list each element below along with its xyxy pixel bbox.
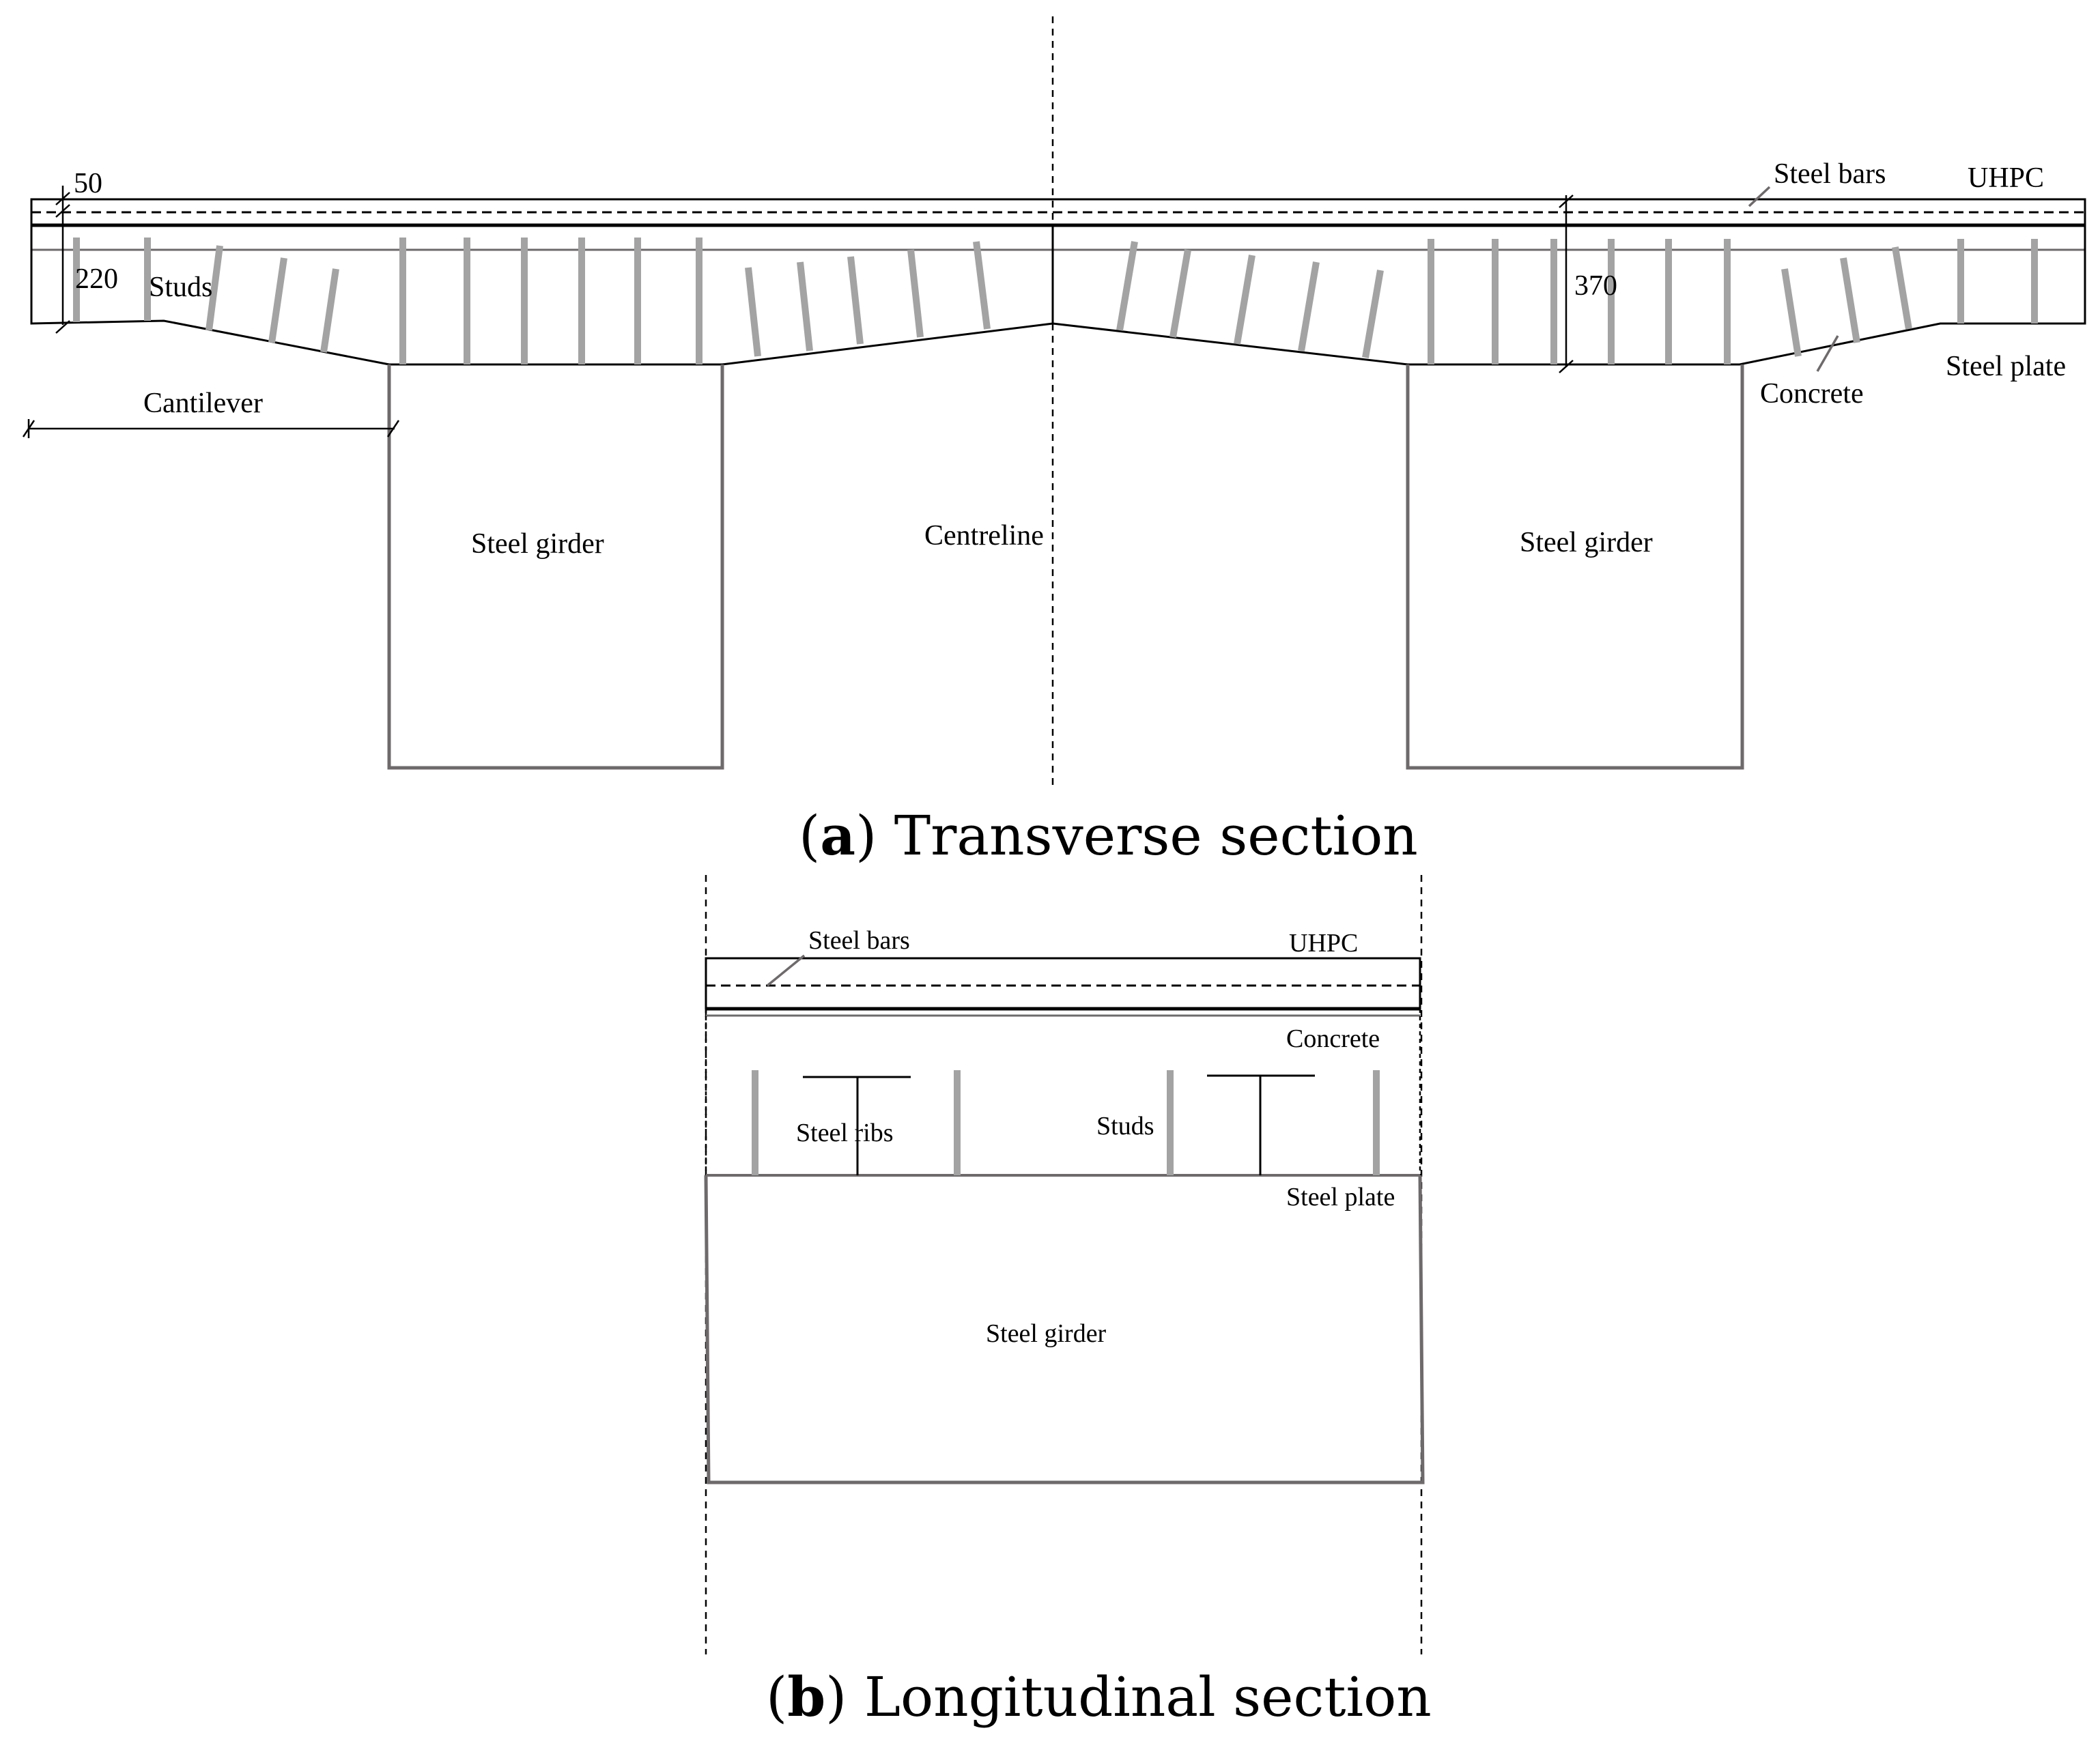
stud	[907, 249, 924, 338]
cantilever-dimension	[22, 419, 400, 438]
uhpc-label: UHPC	[1968, 162, 2044, 194]
stud	[268, 257, 287, 343]
dimension-right	[1559, 195, 1574, 373]
studs-label-b: Studs	[1096, 1112, 1154, 1140]
stud	[1781, 268, 1802, 357]
steel-girder-right-label: Steel girder	[1520, 527, 1653, 558]
steel-bars-leader	[1748, 186, 1771, 207]
uhpc-layer-b	[705, 957, 1421, 1010]
studs-label: Studs	[149, 272, 212, 303]
stud	[745, 267, 761, 357]
dim-370-label: 370	[1574, 270, 1617, 302]
stud	[847, 256, 864, 345]
stud	[1892, 246, 1912, 330]
stud	[1116, 241, 1138, 331]
centreline-label: Centreline	[924, 520, 1044, 551]
concrete-label: Concrete	[1760, 378, 1864, 410]
concrete-slab-outline-right	[1052, 225, 2086, 366]
stud	[1234, 255, 1255, 345]
stud	[205, 245, 223, 331]
stud	[1298, 261, 1320, 351]
cantilever-label: Cantilever	[143, 388, 263, 419]
uhpc-label-b: UHPC	[1289, 929, 1358, 958]
caption-a: (a) Transverse section	[799, 803, 1418, 867]
concrete-label-b: Concrete	[1286, 1024, 1380, 1053]
steel-ribs-label: Steel ribs	[796, 1119, 893, 1147]
stud	[1362, 270, 1384, 358]
steel-girder-left-label: Steel girder	[471, 528, 604, 560]
studs-transverse	[73, 238, 2038, 364]
steel-ribs	[803, 1074, 1315, 1175]
steel-bars-label-b: Steel bars	[808, 926, 910, 955]
steel-girder-b	[704, 1175, 1425, 1484]
caption-b: (b) Longitudinal section	[766, 1665, 1432, 1729]
steel-plate-label: Steel plate	[1946, 351, 2066, 382]
dim-50-label: 50	[74, 168, 102, 199]
steel-girder-label-b: Steel girder	[986, 1319, 1107, 1348]
dim-220-label: 220	[75, 263, 118, 295]
steel-girder-right	[1406, 364, 1744, 770]
studs-longitudinal	[752, 1070, 1380, 1175]
stud	[797, 261, 813, 351]
steel-girder-left	[387, 364, 724, 770]
longitudinal-section: Steel bars UHPC Concrete Steel ribs Stud…	[704, 875, 1432, 1729]
steel-plate-label-b: Steel plate	[1286, 1183, 1395, 1211]
stud	[973, 241, 991, 330]
dimension-left	[55, 186, 70, 334]
concrete-leader	[1816, 335, 1839, 372]
stud	[320, 268, 339, 353]
stud	[1840, 257, 1860, 343]
steel-bars-label: Steel bars	[1774, 158, 1886, 190]
steel-bars-leader-b	[766, 954, 806, 987]
transverse-section: 50 220 Studs Cantilever Steel girder Cen…	[22, 16, 2086, 867]
stud	[1169, 249, 1191, 338]
